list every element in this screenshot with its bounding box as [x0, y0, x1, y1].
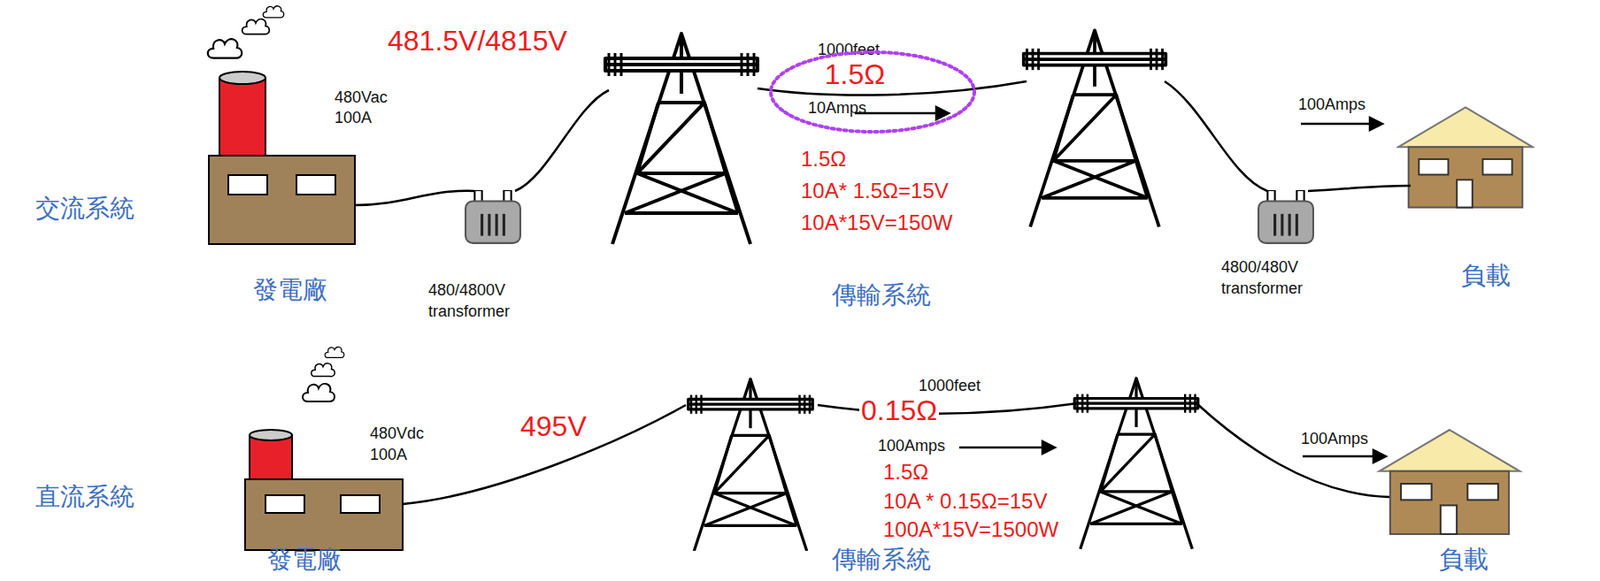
transformer-symbol — [1258, 190, 1314, 244]
resistance-value: 1.5Ω — [800, 146, 847, 172]
section-title: 發電廠 — [267, 546, 342, 575]
transformer-text: transformer — [1221, 279, 1303, 299]
system-title: 交流系統 — [35, 194, 135, 224]
transmission-tower — [605, 33, 758, 245]
rating-text: 100A — [334, 108, 372, 128]
voltage-value: 481.5V/4815V — [387, 24, 568, 58]
section-title: 負載 — [1461, 261, 1511, 291]
rating-text: 100A — [369, 446, 408, 465]
house-load — [1379, 430, 1521, 535]
transmission-tower — [1074, 378, 1199, 550]
current-text: 100Amps — [1300, 430, 1369, 449]
house-load — [1398, 107, 1533, 208]
rating-text: 480Vdc — [369, 424, 424, 444]
current-text: 100Amps — [877, 437, 946, 456]
transmission-tower — [1023, 30, 1167, 227]
section-title: 發電廠 — [253, 276, 328, 305]
ellipse-outline — [770, 52, 975, 132]
rating-text: 480Vac — [334, 88, 388, 108]
section-title: 傳輸系統 — [831, 546, 931, 575]
calculation-text: 10A * 0.15Ω=15V — [883, 489, 1047, 515]
transformer-text: 4800/480V — [1221, 258, 1299, 277]
transformer-text: transformer — [428, 302, 510, 322]
section-title: 傳輸系統 — [831, 281, 931, 310]
current-text: 10Amps — [807, 99, 867, 118]
resistance-value: 1.5Ω — [823, 58, 887, 92]
system-title: 直流系統 — [35, 483, 135, 512]
highlight-ellipse: 1.5Ω 10Amps — [768, 49, 977, 135]
calculation-text: 10A*15V=150W — [800, 210, 953, 236]
resistance-value: 1.5Ω — [883, 460, 929, 485]
resistance-value: 0.15Ω — [859, 394, 939, 428]
power-plant — [207, 6, 355, 245]
wire — [354, 81, 1411, 206]
distance-text: 1000feet — [916, 376, 983, 396]
section-title: 負載 — [1438, 546, 1489, 575]
voltage-value: 495V — [520, 410, 587, 444]
transmission-tower — [688, 379, 813, 552]
current-text: 100Amps — [1298, 95, 1366, 115]
transformer-symbol — [465, 190, 521, 244]
calculation-text: 100A*15V=1500W — [883, 517, 1059, 543]
transformer-text: 480/4800V — [428, 281, 506, 300]
calculation-text: 10A* 1.5Ω=15V — [800, 178, 949, 204]
